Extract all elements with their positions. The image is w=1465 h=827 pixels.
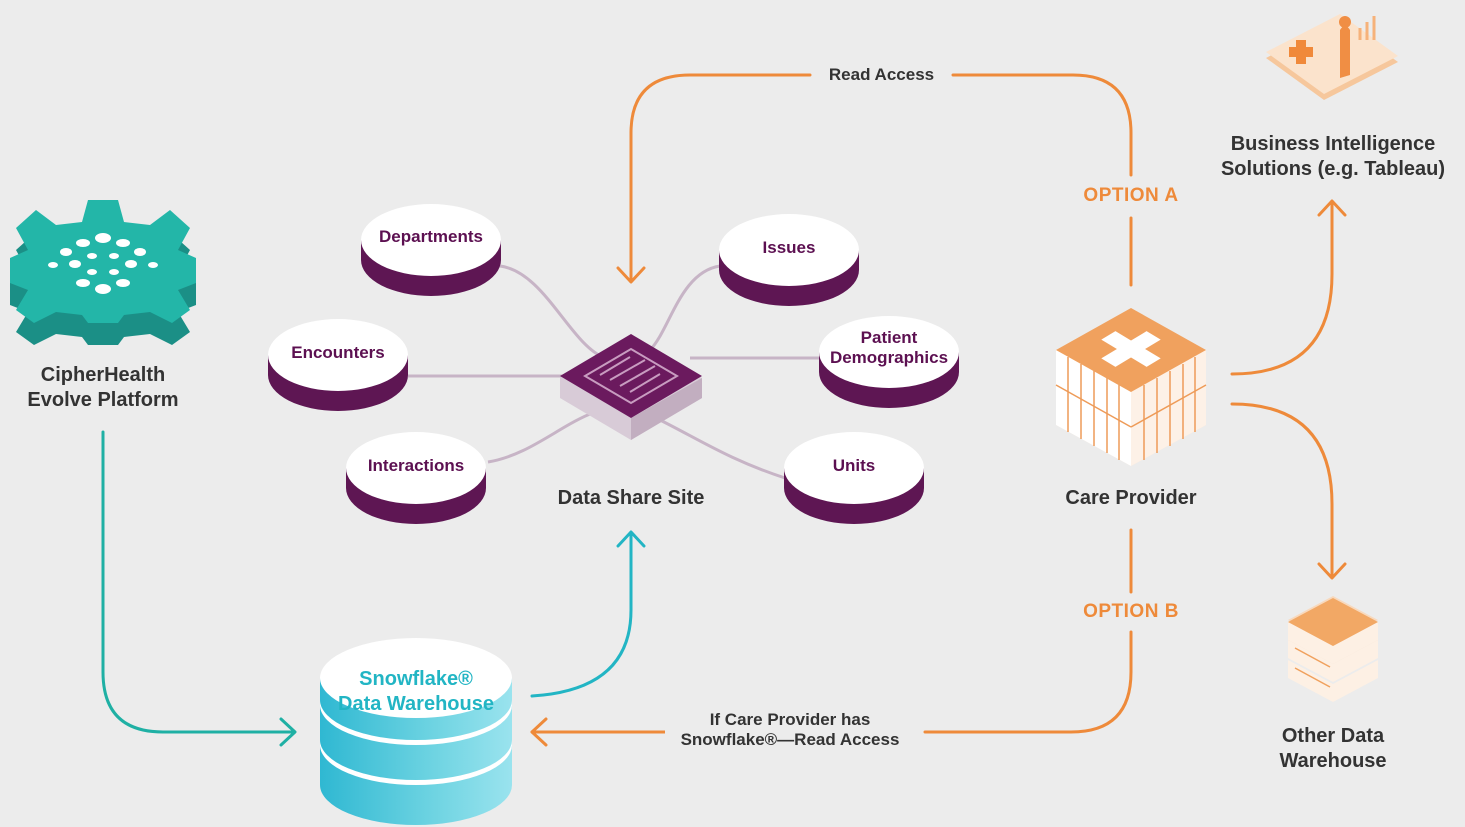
platform-label-line2: Evolve Platform [27,389,179,411]
node-interactions [346,432,486,524]
snowflake-label-line1: Snowflake® [359,668,473,690]
node-patient-line1: Patient [860,328,918,347]
connector-units [659,418,786,480]
option-a-label: OPTION A [1071,183,1191,208]
bi-arrowhead [1317,199,1347,217]
data-share-label: Data Share Site [557,487,705,509]
option-b-note-line2: Snowflake®—Read Access [680,730,900,749]
connector-interactions [487,410,596,464]
node-patient-demographics-label: Patient Demographics [814,328,964,368]
read-access-flow-right [951,73,1133,177]
other-dw-label-line1: Other Data [1281,725,1385,747]
platform-arrowhead [279,717,297,747]
connector-issues [648,264,721,352]
node-issues-label: Issues [762,238,816,257]
bi-label-line2: Solutions (e.g. Tableau) [1220,158,1446,180]
platform-label-line1: CipherHealth [40,364,166,386]
teal-flows [101,430,646,747]
read-access-flow-left [629,73,812,282]
snowflake-label: Snowflake® Data Warehouse [320,667,512,717]
option-b-label: OPTION B [1071,599,1191,624]
node-patient-demographics [819,316,959,408]
platform-to-snowflake-flow [101,430,295,734]
read-access-label: Read Access [828,65,935,84]
other-dw-flow [1230,402,1334,578]
other-dw-label-line2: Warehouse [1279,750,1387,772]
share-arrowhead [616,530,646,548]
care-provider-label: Care Provider [1065,487,1197,509]
other-data-warehouse-icon [1288,596,1378,702]
node-encounters-label: Encounters [291,343,385,362]
option-b-note-line1: If Care Provider has [709,710,871,729]
node-issues [719,214,859,306]
data-share-hub-icon [560,334,702,440]
node-encounters [268,319,408,411]
cipherhealth-gear-icon [10,200,196,345]
snowflake-warehouse-icon [320,638,512,825]
bi-label: Business Intelligence Solutions (e.g. Ta… [1203,132,1463,182]
node-units-label: Units [832,456,876,475]
node-patient-line2: Demographics [829,348,949,367]
node-departments [361,204,501,296]
bi-flow [1230,201,1334,376]
node-departments-label: Departments [379,227,483,246]
orange-flows [530,73,1347,747]
snowflake-arrowhead-orange [530,717,548,747]
snowflake-label-line2: Data Warehouse [338,693,494,715]
connector-departments [499,264,606,360]
other-dw-label: Other Data Warehouse [1243,724,1423,774]
bi-tablet-icon [1266,14,1398,100]
node-units [784,432,924,524]
hub-connectors [408,264,820,480]
platform-label: CipherHealth Evolve Platform [0,363,206,413]
read-access-arrowhead [616,266,646,284]
node-interactions-label: Interactions [367,456,465,475]
option-b-note: If Care Provider has Snowflake®—Read Acc… [665,710,915,750]
care-provider-building-icon [1055,308,1207,466]
other-dw-arrowhead [1317,562,1347,580]
bi-label-line1: Business Intelligence [1230,133,1436,155]
option-b-flow [923,630,1133,734]
snowflake-to-share-flow [530,532,633,698]
